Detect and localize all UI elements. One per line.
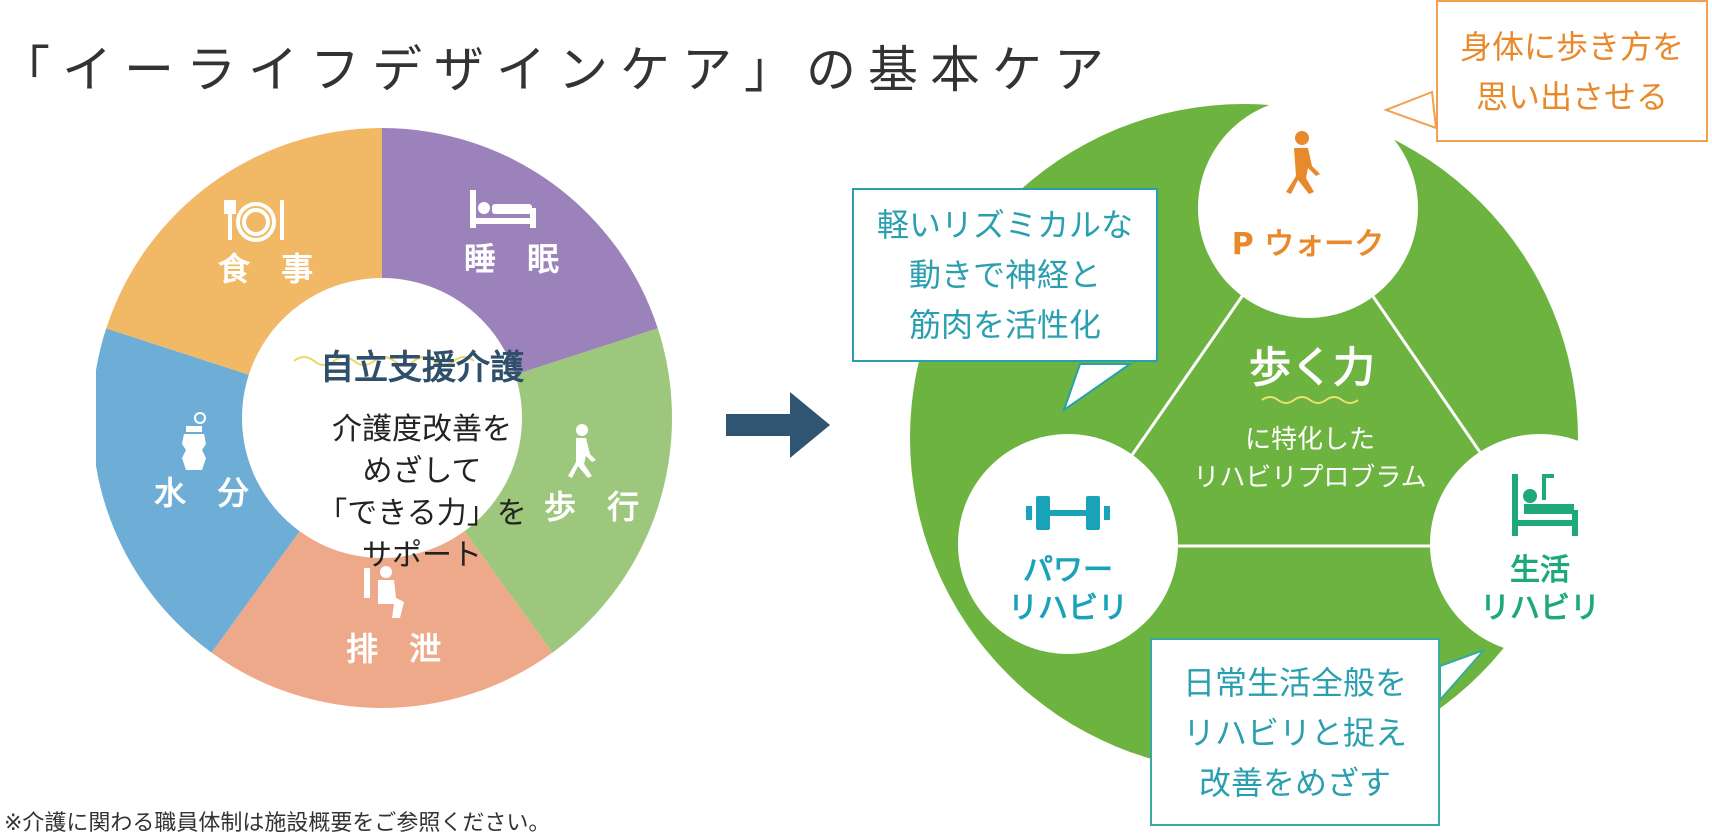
program-center-title: 歩く力	[1249, 343, 1375, 392]
node-life-rehab	[1430, 434, 1650, 654]
center-line: サポート	[362, 538, 482, 573]
callout-tail-bottom	[1439, 649, 1485, 703]
center-line: 「できる力」を	[317, 496, 527, 531]
dumbbell-icon	[1026, 496, 1110, 530]
program-center-line: に特化した	[1245, 425, 1375, 455]
segment-label-water: 水 分	[154, 474, 259, 512]
segment-label-walking: 歩 行	[544, 488, 649, 526]
node-life-rehab-label: 生活	[1510, 553, 1570, 588]
page-title: 「イーライフデザインケア」の基本ケア	[0, 41, 1116, 99]
footnote: ※介護に関わる職員体制は施設概要をご参照ください。	[4, 811, 551, 836]
node-power-rehab-label: パワー	[1023, 553, 1113, 588]
center-line: めざして	[362, 454, 482, 489]
node-power-rehab-label: リハビリ	[1008, 591, 1128, 626]
node-life-rehab-label: リハビリ	[1480, 591, 1600, 626]
callout-line: 身体に歩き方を	[1459, 28, 1684, 66]
segment-label-sleep: 睡 眠	[464, 240, 569, 278]
callout-line: 思い出させる	[1475, 78, 1668, 116]
callout-line: 筋肉を活性化	[908, 306, 1101, 344]
callout-tail-top-right	[1383, 90, 1438, 130]
segment-label-excretion: 排 泄	[346, 630, 451, 668]
callout-line: 日常生活全般を	[1182, 664, 1407, 702]
wavy-underline	[293, 356, 475, 366]
callout-tail-top-left	[1062, 363, 1134, 413]
program-wavy-underline	[1261, 396, 1359, 404]
right-arrow	[726, 392, 830, 458]
callout-top-left: 軽いリズミカルな 動きで神経と 筋肉を活性化	[852, 188, 1158, 362]
node-power-rehab	[958, 434, 1178, 654]
center-title: 自立支援介護	[320, 348, 524, 388]
wheel-center-text: 自立支援介護 介護度改善を めざして 「できる力」を サポート	[262, 340, 582, 577]
care-wheel: 食 事 睡 眠 歩 行 排 泄 水 分	[96, 128, 672, 708]
callout-line: 改善をめざす	[1198, 764, 1391, 802]
program-center-line: リハビリプロブラム	[1193, 463, 1426, 493]
wheel-center	[242, 278, 522, 558]
callout-bottom: 日常生活全般を リハビリと捉え 改善をめざす	[1150, 638, 1440, 826]
plate-utensils-icon	[224, 200, 284, 242]
node-p-walk-label: P ウォーク	[1232, 227, 1384, 262]
bed-icon	[470, 190, 536, 228]
patient-bed-icon	[1512, 474, 1578, 536]
center-line: 介護度改善を	[332, 412, 512, 447]
segment-label-meal: 食 事	[218, 250, 323, 288]
callout-line: 軽いリズミカルな	[876, 206, 1133, 244]
node-p-walk	[1198, 98, 1418, 318]
callout-line: リハビリと捉え	[1182, 714, 1407, 752]
walking-person-icon	[568, 424, 596, 478]
segment-excretion	[211, 418, 553, 708]
toilet-icon	[364, 566, 404, 618]
callout-line: 動きで神経と	[908, 256, 1101, 294]
triangle-lines	[1128, 291, 1486, 548]
water-bottle-icon	[182, 412, 206, 470]
walking-person-icon	[1286, 131, 1320, 194]
callout-top-right: 身体に歩き方を 思い出させる	[1436, 0, 1708, 142]
